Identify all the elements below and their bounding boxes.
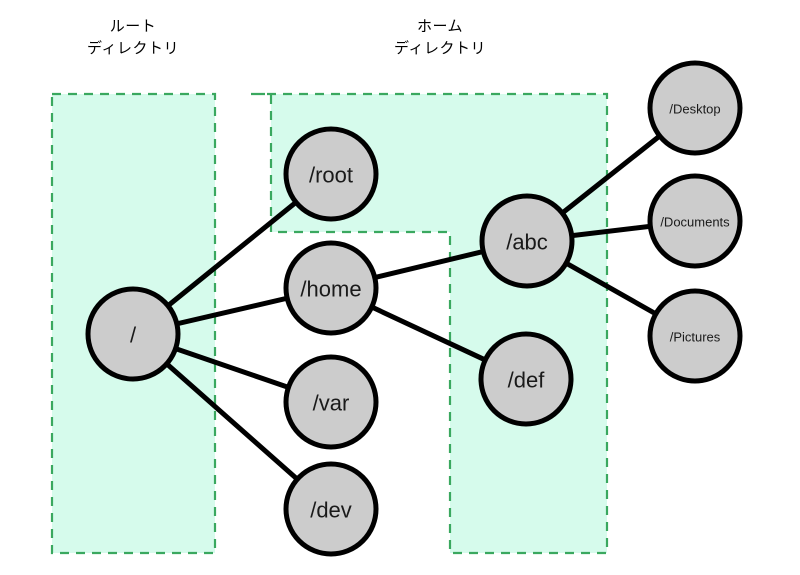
node-label-pictures: /Pictures (670, 330, 721, 345)
node-pictures[interactable]: /Pictures (647, 288, 743, 384)
node-label-var: /var (313, 391, 350, 416)
node-label-desktop: /Desktop (669, 102, 720, 117)
node-label-home: /home (300, 277, 361, 302)
node-var[interactable]: /var (283, 354, 379, 450)
node-def[interactable]: /def (478, 331, 574, 427)
node-label-abc: /abc (506, 230, 548, 255)
node-root[interactable]: / (85, 286, 181, 382)
node-documents[interactable]: /Documents (647, 173, 743, 269)
node-circle-documents[interactable] (647, 173, 743, 269)
node-circle-var[interactable] (283, 354, 379, 450)
node-abc[interactable]: /abc (479, 193, 575, 289)
node-circle-def[interactable] (478, 331, 574, 427)
node-home[interactable]: /home (283, 240, 379, 336)
node-label-dev: /dev (310, 498, 352, 523)
nodes-layer: / /root/home/var/dev/abc/def/Desktop/Docu… (85, 60, 743, 557)
node-label-def: /def (508, 368, 546, 393)
node-circle-desktop[interactable] (647, 60, 743, 156)
node-circle-root[interactable] (85, 286, 181, 382)
node-circle-root-home-dir[interactable] (283, 126, 379, 222)
region-label-root-directory: ルート ディレクトリ (87, 17, 179, 57)
node-desktop[interactable]: /Desktop (647, 60, 743, 156)
node-circle-home[interactable] (283, 240, 379, 336)
node-label-root: / (130, 323, 137, 348)
node-label-root-home-dir: /root (309, 163, 353, 188)
node-label-documents: /Documents (660, 215, 730, 230)
node-circle-dev[interactable] (283, 461, 379, 557)
node-circle-pictures[interactable] (647, 288, 743, 384)
node-circle-abc[interactable] (479, 193, 575, 289)
region-label-home-directory: ホーム ディレクトリ (394, 17, 486, 57)
node-root-home-dir[interactable]: /root (283, 126, 379, 222)
node-dev[interactable]: /dev (283, 461, 379, 557)
